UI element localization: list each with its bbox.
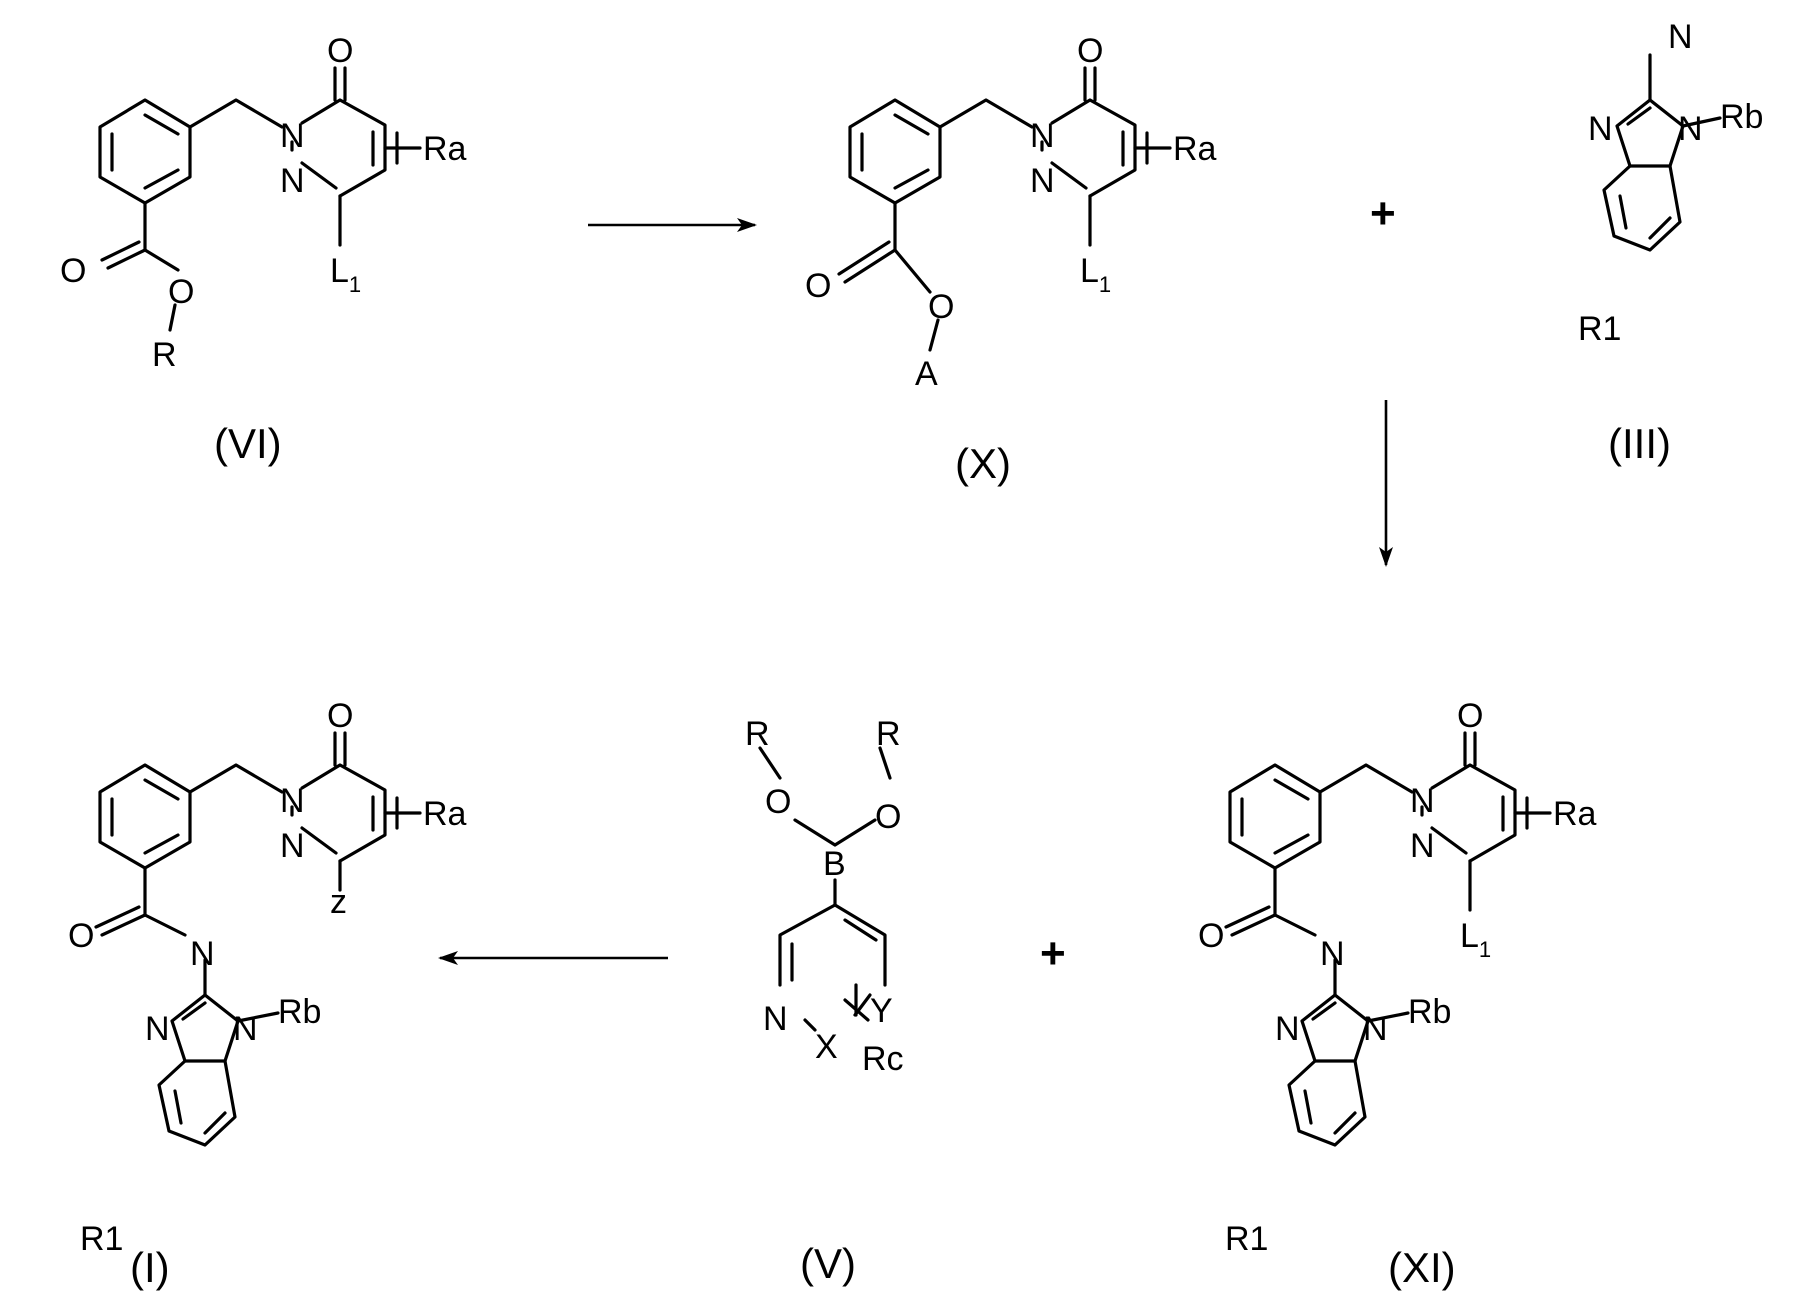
plus-sign: + — [1040, 929, 1066, 978]
atom-l-subscript: 1 — [349, 272, 361, 297]
atom-l-subscript: 1 — [1479, 937, 1491, 962]
atom-n: N — [1275, 1010, 1300, 1048]
atom-n: N — [280, 162, 305, 200]
atom-ra: Ra — [1553, 795, 1597, 833]
compound-VI: O N N Ra O O R L1 (VI) — [60, 32, 467, 467]
atom-n: N — [1030, 162, 1055, 200]
atom-o: O — [1077, 32, 1103, 70]
atom-o: O — [327, 32, 353, 70]
atom-r1: R1 — [80, 1220, 123, 1258]
atom-l: L — [330, 252, 349, 290]
label-VI: (VI) — [214, 420, 282, 467]
label-III: (III) — [1608, 420, 1671, 467]
atom-rb: Rb — [1720, 98, 1763, 136]
atom-o: O — [168, 273, 194, 311]
atom-n: N — [280, 782, 305, 820]
atom-l1: L1 — [1460, 917, 1491, 962]
compound-X: O N N Ra O O A L1 (X) — [805, 32, 1217, 487]
atom-o: O — [805, 267, 831, 305]
atom-n: N — [1320, 935, 1345, 973]
atom-rc: Rc — [862, 1040, 904, 1078]
atom-x: X — [815, 1028, 838, 1066]
atom-n: N — [190, 935, 215, 973]
plus-sign: + — [1370, 189, 1396, 238]
atom-r: R — [745, 715, 770, 753]
label-V: (V) — [800, 1240, 856, 1287]
atom-o: O — [1457, 697, 1483, 735]
atom-o: O — [327, 697, 353, 735]
atom-o: O — [68, 917, 94, 955]
atom-r: R — [876, 715, 901, 753]
atom-ra: Ra — [423, 795, 467, 833]
atom-l-subscript: 1 — [1099, 272, 1111, 297]
atom-l1: L1 — [1080, 252, 1111, 297]
label-XI: (XI) — [1388, 1244, 1456, 1291]
atom-n: N — [1678, 110, 1703, 148]
atom-o: O — [1198, 917, 1224, 955]
atom-n: N — [1030, 117, 1055, 155]
compound-I: O N N Ra O N N N Rb R1 z (I) — [68, 697, 467, 1291]
atom-r: R — [152, 336, 177, 374]
atom-b: B — [823, 845, 846, 883]
atom-n: N — [1363, 1010, 1388, 1048]
atom-n: N — [233, 1010, 258, 1048]
compound-III: N N N Rb R1 (III) — [1578, 18, 1763, 467]
atom-o: O — [928, 288, 954, 326]
atom-n: N — [280, 117, 305, 155]
atom-n: N — [1410, 782, 1435, 820]
atom-rb: Rb — [1408, 993, 1451, 1031]
atom-l: L — [1460, 917, 1479, 955]
atom-r1: R1 — [1578, 310, 1621, 348]
atom-n: N — [1668, 18, 1693, 56]
atom-rb: Rb — [278, 993, 321, 1031]
atom-a: A — [915, 355, 938, 393]
atom-y: Y — [870, 992, 893, 1030]
atom-l1: L1 — [330, 252, 361, 297]
atom-r1: R1 — [1225, 1220, 1268, 1258]
atom-ra: Ra — [1173, 130, 1217, 168]
label-X: (X) — [955, 440, 1011, 487]
atom-z: z — [330, 883, 347, 921]
atom-n: N — [145, 1010, 170, 1048]
atom-n: N — [763, 1000, 788, 1038]
atom-o: O — [765, 783, 791, 821]
compound-XI: O N N Ra O N N N Rb R1 L1 (XI) — [1198, 697, 1597, 1291]
atom-o: O — [875, 798, 901, 836]
label-I: (I) — [130, 1244, 170, 1291]
atom-n: N — [1410, 827, 1435, 865]
compound-V: R R O O B N X Y Rc (V) — [745, 715, 904, 1287]
atom-o: O — [60, 252, 86, 290]
atom-n: N — [280, 827, 305, 865]
atom-ra: Ra — [423, 130, 467, 168]
atom-l: L — [1080, 252, 1099, 290]
atom-n: N — [1588, 110, 1613, 148]
